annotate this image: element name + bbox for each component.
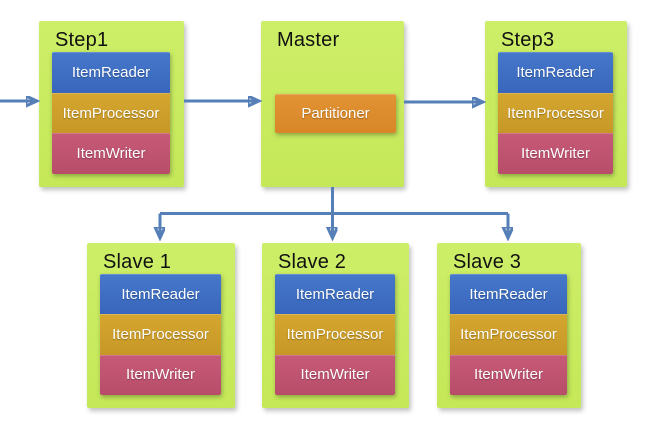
node-master: Master Partitioner [261,21,404,187]
slave2-itemprocessor-block: ItemProcessor [275,314,395,355]
node-slave1-stack: ItemReader ItemProcessor ItemWriter [100,274,221,395]
node-step3-title: Step3 [501,29,555,51]
step1-itemwriter-block: ItemWriter [52,133,170,174]
node-step1: Step1 ItemReader ItemProcessor ItemWrite… [39,21,184,187]
node-slave2-stack: ItemReader ItemProcessor ItemWriter [275,274,395,395]
node-slave3-title: Slave 3 [453,251,522,273]
step3-itemprocessor-block: ItemProcessor [498,92,613,134]
node-master-title: Master [277,29,340,51]
step1-itemprocessor-block: ItemProcessor [52,92,170,134]
slave1-itemprocessor-block: ItemProcessor [100,314,221,355]
slave3-itemwriter-block: ItemWriter [450,354,567,395]
node-slave1: Slave 1 ItemReader ItemProcessor ItemWri… [87,243,235,408]
node-slave1-title: Slave 1 [103,251,172,273]
node-slave3-stack: ItemReader ItemProcessor ItemWriter [450,274,567,395]
node-slave2: Slave 2 ItemReader ItemProcessor ItemWri… [262,243,409,408]
slave3-itemreader-block: ItemReader [450,274,567,315]
node-step1-title: Step1 [55,29,109,51]
step1-itemreader-block: ItemReader [52,52,170,93]
slave1-itemreader-block: ItemReader [100,274,221,315]
slave2-itemwriter-block: ItemWriter [275,354,395,395]
node-slave2-title: Slave 2 [278,251,347,273]
slave3-itemprocessor-block: ItemProcessor [450,314,567,355]
edge-master-fanout-rail [160,187,508,215]
node-step3-stack: ItemReader ItemProcessor ItemWriter [498,52,613,174]
master-partitioner-block: Partitioner [275,94,396,133]
slave1-itemwriter-block: ItemWriter [100,354,221,395]
step3-itemreader-block: ItemReader [498,52,613,93]
slave2-itemreader-block: ItemReader [275,274,395,315]
node-slave3: Slave 3 ItemReader ItemProcessor ItemWri… [437,243,581,408]
node-step1-stack: ItemReader ItemProcessor ItemWriter [52,52,170,174]
node-step3: Step3 ItemReader ItemProcessor ItemWrite… [485,21,627,187]
step3-itemwriter-block: ItemWriter [498,133,613,174]
